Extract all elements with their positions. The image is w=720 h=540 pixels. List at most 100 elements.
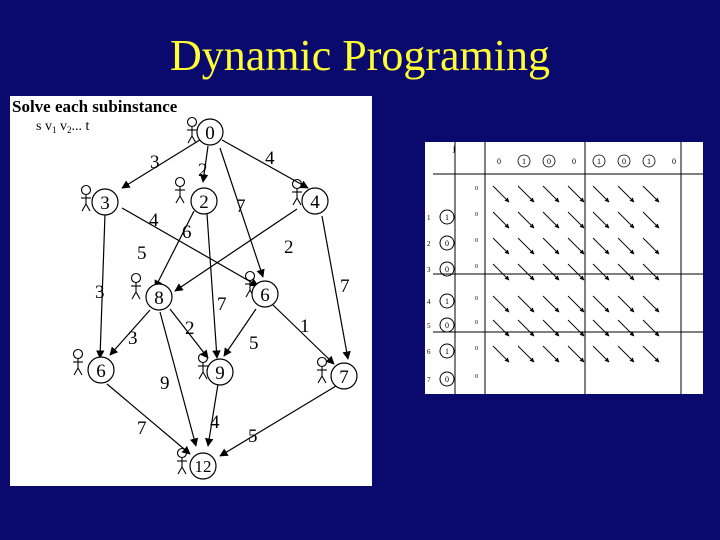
weight-label: 6	[182, 222, 192, 243]
svg-text:0: 0	[445, 239, 449, 248]
matrix-diagonal-arrows	[492, 185, 660, 363]
diagonal-arrow	[542, 185, 560, 203]
diagonal-arrow	[642, 295, 660, 313]
diagonal-arrow	[617, 211, 635, 229]
edge-8-6a	[109, 309, 151, 356]
header-cell: 1	[597, 157, 601, 166]
weight-label: 3	[128, 328, 138, 349]
matrix-row-labels: 1 2 3 4 5 6 7	[427, 214, 431, 384]
diagonal-arrow	[617, 345, 635, 363]
cell-value: 0	[475, 346, 478, 352]
diagonal-arrow	[517, 319, 535, 337]
matrix-header-row: j 0 1 0 0 1 0 1 0	[452, 144, 676, 166]
diagonal-arrow	[542, 237, 560, 255]
diagonal-arrow	[517, 237, 535, 255]
diagonal-arrow	[642, 263, 660, 281]
diagonal-arrow	[542, 319, 560, 337]
graph-heading: Solve each subinstance	[12, 97, 178, 116]
edge-3-6a	[96, 213, 106, 359]
matrix-grid	[433, 142, 703, 394]
diagonal-arrow	[642, 211, 660, 229]
edge-0-6b	[219, 147, 265, 278]
edge-0-2	[199, 145, 209, 183]
svg-text:1: 1	[445, 213, 449, 222]
svg-text:9: 9	[215, 363, 225, 384]
weight-label: 7	[340, 276, 350, 297]
diagonal-arrow	[617, 237, 635, 255]
dp-matrix-panel: j 0 1 0 0 1 0 1 0 1 2 3 4 5 6 7 1 0	[425, 142, 703, 394]
row-circle: 0	[439, 235, 455, 251]
row-label: 6	[427, 348, 431, 356]
edge-6b-7	[271, 303, 335, 365]
diagonal-arrow	[517, 185, 535, 203]
diagonal-arrow	[492, 295, 510, 313]
diagonal-arrow	[642, 319, 660, 337]
edge-weights: 3 2 4 4 7 6 5 2 3 7 7 3 2 5 1 9 7 4 5	[95, 148, 350, 447]
stick-figure	[197, 352, 209, 380]
row-label: 5	[427, 322, 431, 330]
header-cell: 0	[547, 157, 551, 166]
edge-7-12	[219, 385, 337, 457]
diagonal-arrow	[592, 345, 610, 363]
svg-text:0: 0	[445, 375, 449, 384]
svg-text:1: 1	[445, 347, 449, 356]
diagonal-arrow	[592, 295, 610, 313]
row-circle: 0	[439, 317, 455, 333]
weight-label: 7	[236, 196, 246, 217]
dag-figure-panel: Solve each subinstance s v1 v2... t	[10, 96, 372, 486]
node-12: 12	[189, 452, 217, 480]
diagonal-arrow	[617, 263, 635, 281]
weight-label: 3	[95, 282, 105, 303]
svg-text:0: 0	[445, 265, 449, 274]
node-6a: 6	[87, 356, 115, 384]
row-circle: 1	[439, 209, 455, 225]
diagonal-arrow	[542, 345, 560, 363]
weight-label: 2	[284, 237, 294, 258]
header-circle	[642, 154, 656, 168]
weight-label: 3	[150, 152, 160, 173]
weight-label: 7	[217, 294, 227, 315]
diagonal-arrow	[642, 237, 660, 255]
diagonal-arrow	[492, 211, 510, 229]
row-label: 7	[427, 376, 431, 384]
svg-text:7: 7	[339, 367, 349, 388]
row-circle: 0	[439, 261, 455, 277]
header-circle	[542, 154, 556, 168]
node-0: 0	[196, 118, 224, 146]
matrix-row-circles: 1 0 0 1 0 1 0	[439, 209, 455, 387]
cell-value: 0	[475, 238, 478, 244]
stick-figure	[186, 116, 198, 144]
diagonal-arrow	[642, 185, 660, 203]
svg-text:12: 12	[195, 457, 212, 476]
graph-nodes: 0 2 3 4 8 6 6 9 7 12	[87, 118, 358, 480]
edge-2-8	[154, 210, 195, 289]
diagonal-arrow	[592, 237, 610, 255]
node-2: 2	[190, 187, 218, 215]
diagonal-arrow	[592, 185, 610, 203]
row-label: 3	[427, 266, 431, 274]
row-label: 2	[427, 240, 431, 248]
graph-subheading: s v1 v2... t	[36, 119, 89, 135]
header-cell: 0	[497, 157, 501, 166]
dag-figure: Solve each subinstance s v1 v2... t	[12, 97, 358, 480]
stick-figure	[316, 356, 328, 384]
node-8: 8	[145, 283, 173, 311]
svg-text:6: 6	[96, 361, 106, 382]
header-circle	[517, 154, 531, 168]
diagonal-arrow	[592, 263, 610, 281]
weight-label: 2	[185, 318, 195, 339]
stick-figure	[130, 272, 142, 300]
edge-2-9	[206, 213, 221, 359]
cell-value: 0	[475, 212, 478, 218]
svg-text:3: 3	[100, 193, 110, 214]
diagonal-arrow	[517, 263, 535, 281]
node-9: 9	[206, 358, 234, 386]
diagonal-arrow	[642, 345, 660, 363]
weight-label: 5	[137, 243, 147, 264]
cell-value: 0	[475, 374, 478, 380]
weight-label: 7	[137, 418, 147, 439]
weight-label: 4	[210, 412, 220, 433]
diagonal-arrow	[567, 237, 585, 255]
edge-9-12	[205, 383, 219, 447]
header-cell: 0	[672, 157, 676, 166]
